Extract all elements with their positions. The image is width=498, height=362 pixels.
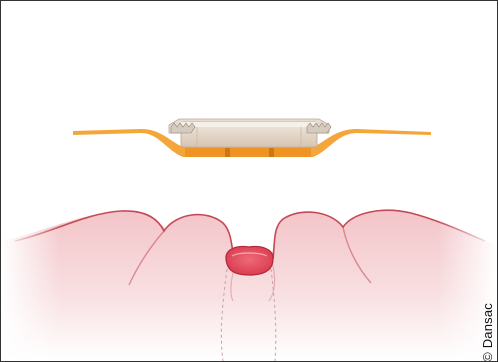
hydrocolloid-layer	[185, 148, 311, 157]
hydrocolloid-slot-right	[269, 148, 274, 157]
stoma	[226, 247, 273, 276]
copyright-credit: © Dansac	[480, 303, 495, 362]
hydrocolloid-slot-left	[225, 148, 230, 157]
coupling-ring-top	[181, 122, 317, 127]
